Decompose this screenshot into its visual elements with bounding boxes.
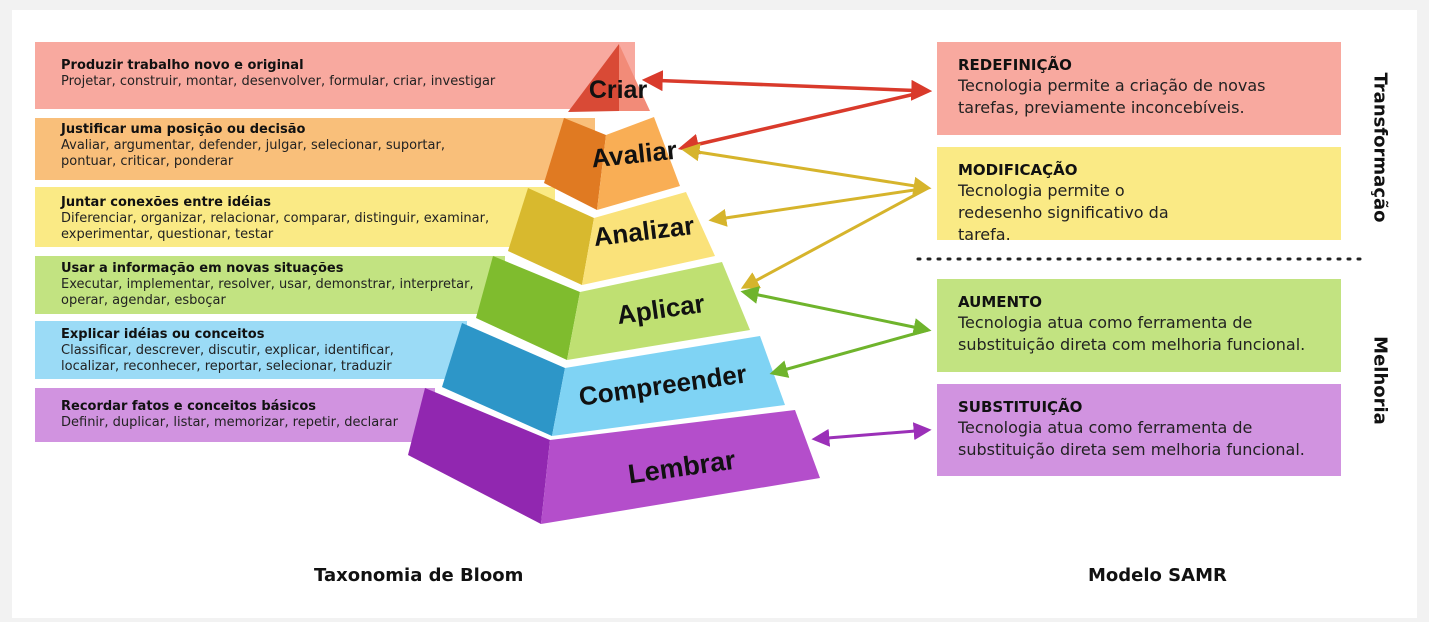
samr-box-modificacao: MODIFICAÇÃO Tecnologia permite o redesen… xyxy=(937,147,1341,244)
pyramid-avaliar-right xyxy=(597,117,680,210)
samr-title: SUBSTITUIÇÃO xyxy=(958,398,1083,416)
bloom-band-desc: Classificar, descrever, discutir, explic… xyxy=(61,343,394,374)
pyramid-lembrar-right xyxy=(541,410,820,524)
samr-desc: Tecnologia permite o redesenho significa… xyxy=(958,181,1169,244)
samr-desc: Tecnologia atua como ferramenta de subst… xyxy=(958,313,1306,354)
samr-title: MODIFICAÇÃO xyxy=(958,161,1078,179)
pyramid-label-criar: Criar xyxy=(589,76,648,104)
bloom-band-desc: Diferenciar, organizar, relacionar, comp… xyxy=(61,211,490,242)
arrow-aplicar-aumento xyxy=(740,286,932,336)
pyramid-lembrar-left xyxy=(408,388,550,524)
arrow-avaliar-modificacao xyxy=(681,143,932,195)
samr-box-aumento: AUMENTO Tecnologia atua como ferramenta … xyxy=(937,279,1341,372)
bloom-band-desc: Definir, duplicar, listar, memorizar, re… xyxy=(61,415,398,430)
group-label-transformacao: Transformação xyxy=(1369,72,1391,223)
bloom-band-lembrar: Recordar fatos e conceitos básicos Defin… xyxy=(35,388,435,442)
pyramid-aplicar-left xyxy=(476,256,580,360)
bloom-band-title: Explicar idéias ou conceitos xyxy=(61,327,265,342)
bloom-band-title: Usar a informação em novas situações xyxy=(61,261,344,276)
pyramid-criar-left xyxy=(568,44,619,112)
bloom-band-avaliar: Justificar uma posição ou decisão Avalia… xyxy=(35,118,595,180)
pyramid-analizar-left xyxy=(508,188,594,285)
pyramid-aplicar-right xyxy=(567,262,750,360)
arrow-avaliar-redefinicao xyxy=(677,89,929,155)
arrow-aplicar-modificacao xyxy=(740,186,929,289)
bloom-band-title: Produzir trabalho novo e original xyxy=(61,58,304,73)
bloom-band-title: Recordar fatos e conceitos básicos xyxy=(61,399,316,414)
arrow-compreender-aumento xyxy=(769,328,929,378)
pyramid-analizar-right xyxy=(582,192,715,285)
bloom-band-analizar: Juntar conexões entre idéias Diferenciar… xyxy=(35,187,555,247)
samr-desc: Tecnologia atua como ferramenta de subst… xyxy=(958,418,1305,459)
samr-box-substituicao: SUBSTITUIÇÃO Tecnologia atua como ferram… xyxy=(937,384,1341,476)
arrow-criar-redefinicao xyxy=(641,70,933,101)
bloom-band-title: Juntar conexões entre idéias xyxy=(61,195,271,210)
arrow-lembrar-substituicao xyxy=(811,422,932,447)
pyramid-avaliar-left xyxy=(544,118,606,210)
bloom-band-title: Justificar uma posição ou decisão xyxy=(61,122,306,137)
bloom-band-desc: Projetar, construir, montar, desenvolver… xyxy=(61,74,496,89)
pyramid-compreender-left xyxy=(442,323,565,436)
bloom-band-aplicar: Usar a informação em novas situações Exe… xyxy=(35,256,505,314)
bloom-band-desc: Executar, implementar, resolver, usar, d… xyxy=(61,277,474,308)
samr-title: REDEFINIÇÃO xyxy=(958,56,1072,74)
bloom-band-criar: Produzir trabalho novo e original Projet… xyxy=(35,42,635,109)
samr-desc: Tecnologia permite a criação de novas ta… xyxy=(958,76,1266,117)
group-label-melhoria: Melhoria xyxy=(1369,336,1391,425)
caption-samr: Modelo SAMR xyxy=(1088,565,1227,586)
arrow-analizar-modificacao xyxy=(708,186,929,227)
samr-title: AUMENTO xyxy=(958,293,1043,311)
caption-bloom: Taxonomia de Bloom xyxy=(314,565,524,586)
samr-box-redefinicao: REDEFINIÇÃO Tecnologia permite a criação… xyxy=(937,42,1341,135)
bloom-band-compreender: Explicar idéias ou conceitos Classificar… xyxy=(35,321,467,379)
pyramid-compreender-right xyxy=(552,336,785,436)
bloom-band-desc: Avaliar, argumentar, defender, julgar, s… xyxy=(61,138,445,169)
